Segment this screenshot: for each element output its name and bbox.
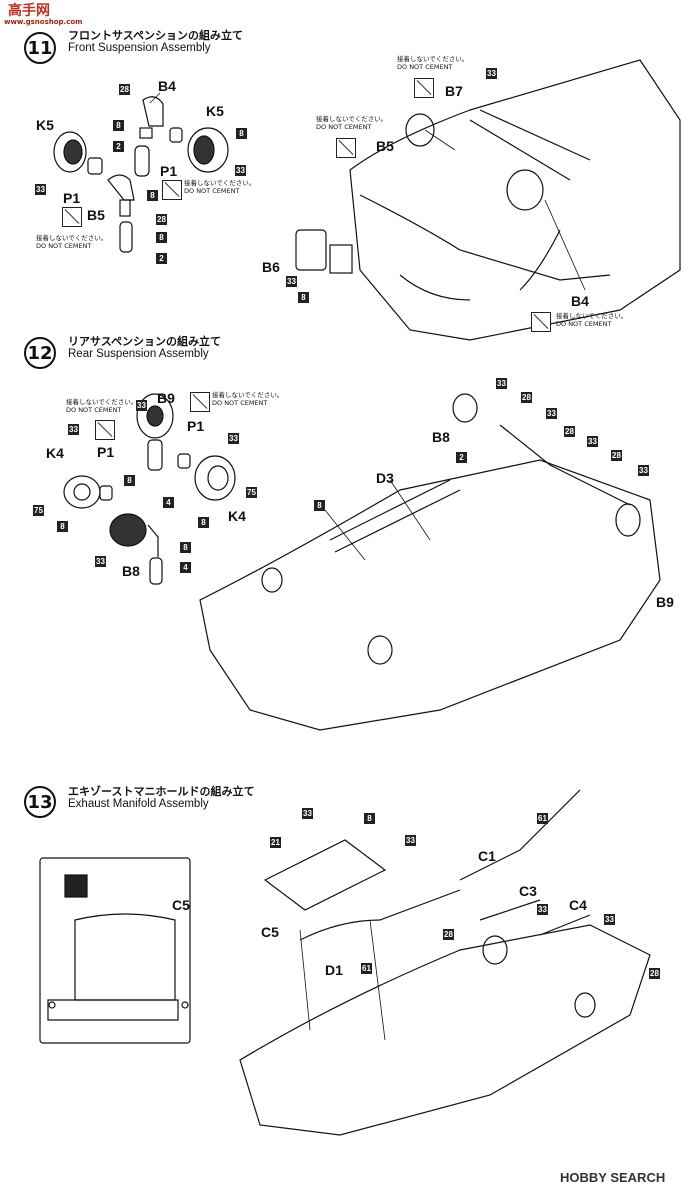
part-number: 8 <box>180 542 191 553</box>
part-number: 8 <box>113 120 124 131</box>
part-number: 28 <box>649 968 660 979</box>
part-number: 8 <box>298 292 309 303</box>
part-number: 2 <box>156 253 167 264</box>
part-number: 33 <box>35 184 46 195</box>
part-label-c5: C5 <box>261 924 279 940</box>
part-number: 33 <box>68 424 79 435</box>
part-number: 4 <box>163 497 174 508</box>
part-number: 33 <box>286 276 297 287</box>
step-title-jp: リアサスペンションの組み立て <box>68 335 222 348</box>
site-logo: 高手网 <box>8 0 50 20</box>
part-number: 28 <box>521 392 532 403</box>
part-number: 33 <box>405 835 416 846</box>
hobbysearch-logo: HOBBY SEARCH <box>560 1170 665 1185</box>
part-label-k4: K4 <box>46 445 64 461</box>
part-number: 8 <box>198 517 209 528</box>
step-title-en: Front Suspension Assembly <box>68 42 211 54</box>
part-label-b8: B8 <box>432 429 450 445</box>
caution-text: 接着しないでください。DO NOT CEMENT <box>184 179 256 195</box>
step-title-jp: エキゾーストマニホールドの組み立て <box>68 785 255 798</box>
part-number: 8 <box>364 813 375 824</box>
part-label-b9: B9 <box>157 390 175 406</box>
part-number: 33 <box>302 808 313 819</box>
step-number: 12 <box>24 337 56 369</box>
do-not-cement-icon <box>62 207 82 227</box>
part-label-p1: P1 <box>97 444 115 460</box>
part-number: 75 <box>33 505 44 516</box>
part-label-k5: K5 <box>36 117 54 133</box>
part-number: 28 <box>564 426 575 437</box>
part-number: 75 <box>246 487 257 498</box>
part-number: 28 <box>156 214 167 225</box>
step-title-en: Rear Suspension Assembly <box>68 348 209 360</box>
part-number: 2 <box>456 452 467 463</box>
part-number: 33 <box>604 914 615 925</box>
part-number: 61 <box>537 813 548 824</box>
do-not-cement-icon <box>190 392 210 412</box>
part-label-b5: B5 <box>376 138 394 154</box>
part-number: 21 <box>270 837 281 848</box>
part-number: 33 <box>546 408 557 419</box>
step-number: 11 <box>24 32 56 64</box>
part-label-b7: B7 <box>445 83 463 99</box>
part-number: 28 <box>119 84 130 95</box>
part-number: 8 <box>124 475 135 486</box>
part-label-c3: C3 <box>519 883 537 899</box>
part-number: 61 <box>361 963 372 974</box>
part-number: 33 <box>537 904 548 915</box>
part-number: 8 <box>147 190 158 201</box>
part-number: 33 <box>136 400 147 411</box>
part-number: 33 <box>486 68 497 79</box>
part-label-c4: C4 <box>569 897 587 913</box>
part-label-c1: C1 <box>478 848 496 864</box>
part-label-b5: B5 <box>87 207 105 223</box>
caution-text: 接着しないでください。DO NOT CEMENT <box>212 391 284 407</box>
do-not-cement-icon <box>95 420 115 440</box>
part-label-b4: B4 <box>571 293 589 309</box>
part-label-p1: P1 <box>187 418 205 434</box>
step-title-jp: フロントサスペンションの組み立て <box>68 29 244 42</box>
part-label-p1: P1 <box>63 190 81 206</box>
part-label-b4: B4 <box>158 78 176 94</box>
caution-text: 接着しないでください。DO NOT CEMENT <box>66 398 138 414</box>
part-number: 28 <box>611 450 622 461</box>
part-number: 33 <box>496 378 507 389</box>
caution-text: 接着しないでください。DO NOT CEMENT <box>36 234 108 250</box>
part-label-k4: K4 <box>228 508 246 524</box>
do-not-cement-icon <box>414 78 434 98</box>
part-number: 2 <box>113 141 124 152</box>
step-title-en: Exhaust Manifold Assembly <box>68 798 209 810</box>
part-number: 33 <box>95 556 106 567</box>
caution-text: 接着しないでください。DO NOT CEMENT <box>397 55 469 71</box>
do-not-cement-icon <box>531 312 551 332</box>
part-number: 33 <box>587 436 598 447</box>
site-url: www.gsnoshop.com <box>4 18 82 26</box>
part-number: 4 <box>180 562 191 573</box>
part-number: 33 <box>638 465 649 476</box>
site-url-text: www.gsnoshop.com <box>4 18 83 26</box>
part-label-b8: B8 <box>122 563 140 579</box>
part-label-b9: B9 <box>656 594 674 610</box>
part-label-d3: D3 <box>376 470 394 486</box>
part-label-k5: K5 <box>206 103 224 119</box>
part-label-b6: B6 <box>262 259 280 275</box>
hobbysearch-text: HOBBY SEARCH <box>560 1170 666 1185</box>
part-number: 8 <box>236 128 247 139</box>
part-number: 28 <box>443 929 454 940</box>
do-not-cement-icon <box>162 180 182 200</box>
part-number: 33 <box>228 433 239 444</box>
step-number: 13 <box>24 786 56 818</box>
caution-text: 接着しないでください。DO NOT CEMENT <box>556 312 628 328</box>
part-number: 8 <box>57 521 68 532</box>
site-logo-text: 高手网 <box>8 3 50 19</box>
part-number: 33 <box>235 165 246 176</box>
do-not-cement-icon <box>336 138 356 158</box>
part-label-p1: P1 <box>160 163 178 179</box>
part-number: 8 <box>156 232 167 243</box>
part-number: 8 <box>314 500 325 511</box>
caution-text: 接着しないでください。DO NOT CEMENT <box>316 115 388 131</box>
part-label-c5: C5 <box>172 897 190 913</box>
part-label-d1: D1 <box>325 962 343 978</box>
